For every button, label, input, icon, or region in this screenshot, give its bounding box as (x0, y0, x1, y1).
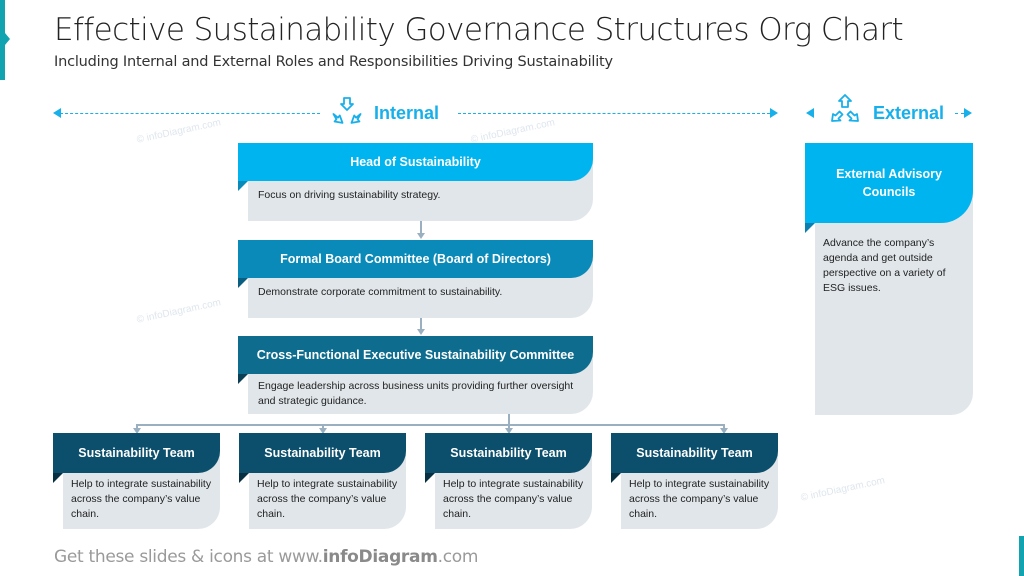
connector-line (723, 424, 725, 429)
connector-line (322, 424, 324, 429)
card-title: Sustainability Team (53, 433, 220, 473)
card-title: Sustainability Team (239, 433, 406, 473)
connector-arrow-icon (505, 428, 513, 434)
connector-arrow-icon (720, 428, 728, 434)
footer-suffix: .com (437, 547, 479, 567)
watermark: © infoDiagram.com (135, 297, 222, 326)
card-fold (805, 223, 815, 233)
card-title: External Advisory Councils (805, 143, 973, 223)
footer-credit: Get these slides & icons at www.infoDiag… (54, 547, 478, 567)
card-title: Sustainability Team (425, 433, 592, 473)
card-title: Formal Board Committee (Board of Directo… (238, 240, 593, 278)
connector-line (420, 318, 422, 330)
card-fold (611, 473, 621, 483)
left-accent-bar (0, 0, 10, 80)
footer-prefix: Get these slides & icons at www. (54, 547, 323, 567)
connector-arrow-icon (417, 329, 425, 335)
card-fold (238, 374, 248, 384)
connector-line (136, 424, 724, 426)
connector-arrow-icon (417, 233, 425, 239)
card-fold (238, 278, 248, 288)
card-title: Cross-Functional Executive Sustainabilit… (238, 336, 593, 374)
slide-subtitle: Including Internal and External Roles an… (54, 54, 613, 70)
connector-arrow-icon (133, 428, 141, 434)
right-accent-bar (1019, 536, 1024, 576)
left-arrow-icon (806, 108, 814, 118)
internal-dashed-line-left (60, 113, 320, 114)
card-fold (238, 181, 248, 191)
connector-line (136, 424, 138, 429)
connector-line (508, 424, 510, 429)
footer-brand: infoDiagram (322, 547, 438, 567)
external-label: External (873, 103, 945, 123)
internal-label: Internal (374, 103, 440, 123)
connector-line (508, 414, 510, 425)
card-fold (239, 473, 249, 483)
left-arrow-icon (53, 108, 61, 118)
watermark: © infoDiagram.com (469, 117, 556, 146)
card-title: Sustainability Team (611, 433, 778, 473)
connector-line (420, 221, 422, 234)
watermark: © infoDiagram.com (799, 475, 886, 504)
arrows-outward-icon (831, 94, 859, 122)
internal-dashed-line-right (458, 113, 770, 114)
card-fold (425, 473, 435, 483)
slide-title: Effective Sustainability Governance Stru… (54, 12, 904, 48)
right-arrow-icon (964, 108, 972, 118)
arrows-inward-icon (332, 97, 362, 124)
card-fold (53, 473, 63, 483)
connector-arrow-icon (319, 428, 327, 434)
watermark: © infoDiagram.com (135, 117, 222, 146)
external-dashed-line (955, 113, 964, 114)
right-arrow-icon (770, 108, 778, 118)
card-title: Head of Sustainability (238, 143, 593, 181)
